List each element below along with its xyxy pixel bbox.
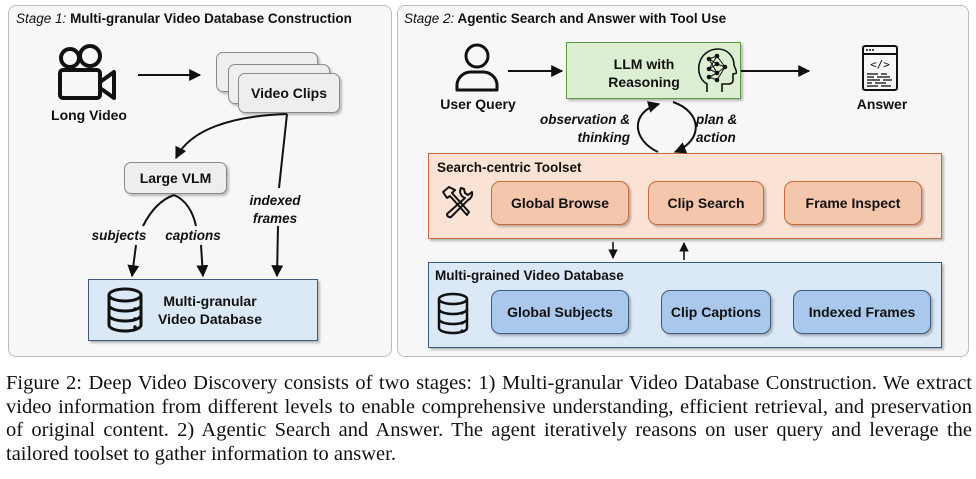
tool-clip-search: Clip Search — [648, 181, 764, 225]
arrow-clips-to-database-upper — [278, 113, 288, 189]
tool-global-browse: Global Browse — [491, 181, 629, 225]
brain-head-icon — [697, 48, 737, 92]
user-query-label: User Query — [440, 96, 516, 112]
tool-frame-inspect: Frame Inspect — [784, 181, 922, 225]
stage2-title-text: Agentic Search and Answer with Tool Use — [457, 11, 727, 26]
edge-label-action: action — [696, 130, 736, 145]
svg-text:</>: </> — [870, 58, 890, 71]
database-label-line2: Video Database — [157, 311, 262, 327]
database-icon — [107, 287, 143, 333]
video-clips-box: Video Clips — [238, 73, 340, 113]
db-item-global-subjects: Global Subjects — [491, 290, 629, 334]
long-video-label: Long Video — [51, 107, 127, 123]
user-icon — [455, 43, 499, 92]
edge-label-indexed: indexed — [249, 193, 301, 208]
db-item-clip-captions: Clip Captions — [661, 290, 771, 334]
arrow-clips-to-database-lower — [271, 225, 284, 278]
llm-label-line2: Reasoning — [608, 74, 680, 90]
stage2-title: Stage 2: Agentic Search and Answer with … — [404, 11, 726, 26]
database-label-line1: Multi-granular — [163, 293, 257, 309]
toolset-title: Search-centric Toolset — [437, 160, 582, 175]
stage2-title-prefix: Stage 2: — [404, 11, 455, 26]
answer-code-document-icon: </> — [862, 45, 898, 91]
arrow-plan-action — [672, 101, 697, 154]
arrow-vlm-subjects-upper — [142, 194, 175, 227]
edge-label-plan-action: plan & action — [696, 111, 766, 147]
database-title: Multi-grained Video Database — [435, 268, 624, 283]
edge-label-subjects: subjects — [91, 228, 147, 243]
edge-label-plan: plan & — [696, 112, 738, 127]
edge-label-indexed-frames: indexed frames — [240, 192, 310, 228]
stage1-title-prefix: Stage 1: — [16, 11, 67, 26]
edge-label-frames: frames — [252, 211, 298, 226]
arrow-vlm-subjects-lower — [127, 244, 140, 278]
edge-label-observation: observation & — [539, 112, 630, 127]
edge-label-captions: captions — [165, 228, 221, 243]
tools-wrench-hammer-icon — [442, 186, 474, 219]
figure-caption: Figure 2: Deep Video Discovery consists … — [6, 372, 972, 465]
edge-label-thinking: thinking — [577, 130, 631, 145]
db-item-indexed-frames: Indexed Frames — [793, 290, 931, 334]
stage1-title-text: Multi-granular Video Database Constructi… — [70, 11, 352, 26]
database-icon — [437, 292, 469, 335]
arrow-vlm-captions-upper — [173, 194, 197, 227]
arrow-vlm-captions-lower — [196, 244, 209, 278]
large-vlm-box: Large VLM — [124, 162, 227, 194]
stage1-title: Stage 1: Multi-granular Video Database C… — [16, 11, 352, 26]
llm-label-line1: LLM with — [613, 56, 675, 72]
answer-label: Answer — [856, 96, 908, 112]
arrow-clips-to-vlm — [175, 113, 288, 160]
arrow-observation-thinking — [636, 101, 661, 153]
video-camera-icon — [58, 44, 116, 100]
edge-label-observation-thinking: observation & thinking — [520, 111, 630, 147]
